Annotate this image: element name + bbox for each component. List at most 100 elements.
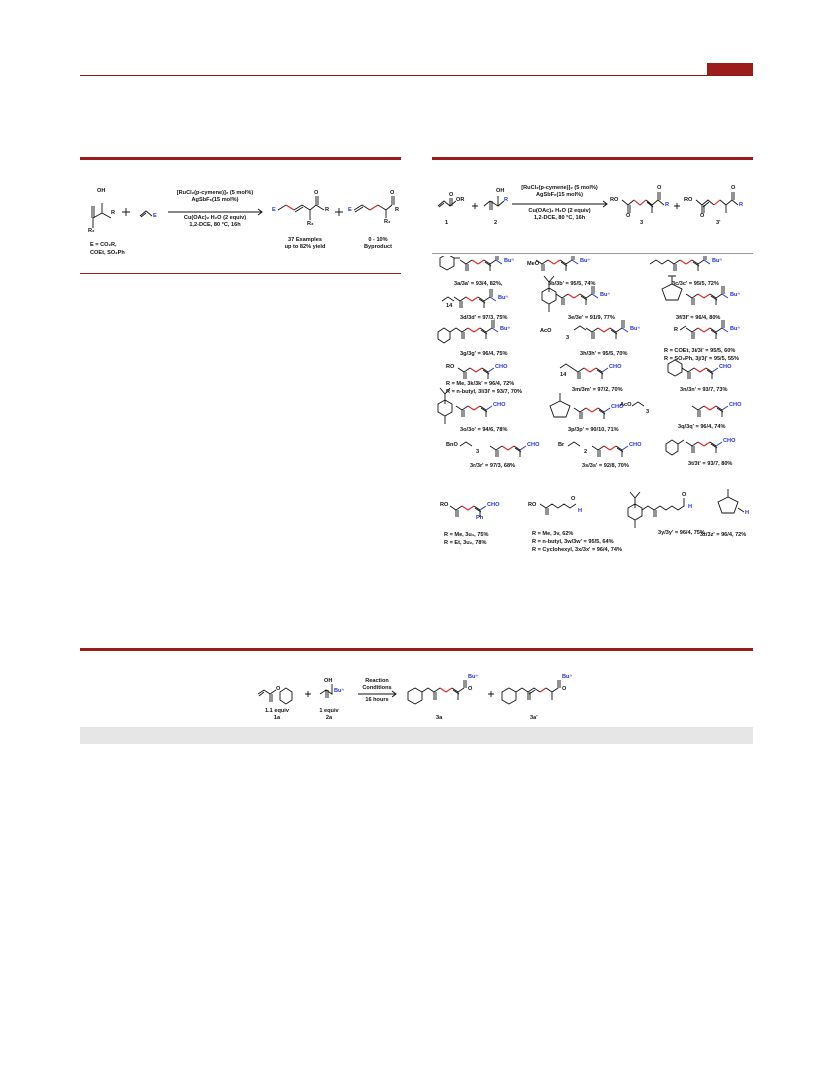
catalyst-text: [RuCl₂(p-cymene)]₂ (5 mol%) — [176, 190, 254, 196]
substrate-scope: Buⁿ MeO Buⁿ Buⁿ 14 Buⁿ Buⁿ Buⁿ Buⁿ AcO 3… — [432, 256, 753, 571]
2a-bun-label: Buⁿ — [334, 688, 344, 694]
reactant1-equiv: 1.1 equiv — [265, 708, 289, 714]
caption-3x: R = Cyclohexyl, 3x/3x' = 96/4, 74% — [532, 547, 622, 553]
scheme-left-bottom-rule — [80, 273, 401, 274]
product-r-label-r: R — [665, 202, 670, 208]
h-label-3y: H — [688, 504, 693, 510]
caption-3y: 3y/3y' = 96/4, 75% — [658, 530, 705, 536]
byproduct-o-label: O — [390, 190, 395, 196]
ph-label-3u: Ph — [476, 515, 484, 521]
compound-3-label: 3 — [640, 220, 644, 226]
caption-3d: 3d/3d' = 97/3, 75% — [460, 315, 508, 321]
reactant2-id: 2a — [325, 714, 333, 721]
ro-label-3kl: RO — [446, 364, 455, 370]
caption-3n: 3n/3n' = 93/7, 73% — [680, 387, 728, 393]
3ap-o-label: O — [562, 686, 567, 692]
r-label-3ij: R — [674, 327, 679, 333]
left-reaction-scheme: OH R R₂ E E = CO₂R, COEt, SO₂Ph [RuCl₂(p… — [80, 160, 401, 272]
aco-label-3q: AcO — [620, 402, 632, 408]
right-catalyst-text: [RuCl₂(p-cymene)]₂ (5 mol%) — [521, 185, 598, 191]
product-o-label-r: O — [626, 213, 631, 219]
byproduct-summary: 0 - 10% Byproduct — [356, 237, 400, 251]
caption-3e: 3e/3e' = 91/9, 77% — [568, 315, 615, 321]
caption-3f: 3f/3f' = 96/4, 80% — [676, 315, 721, 321]
byproduct-o-label-r: O — [700, 213, 705, 219]
caption-3m: 3m/3m' = 97/2, 70% — [572, 387, 623, 393]
bun-label-3d: Buⁿ — [498, 295, 508, 301]
additive-text: AgSbF₆(15 mol%) — [191, 196, 239, 203]
reactant1-id: 1a — [273, 714, 281, 721]
cho-label-3q: CHO — [729, 402, 742, 408]
byproduct-r-label-r: R — [739, 202, 744, 208]
caption-3w: R = n-butyl, 3w/3w' = 95/5, 64% — [532, 539, 614, 545]
h-label-3vwx: H — [578, 508, 583, 514]
3a-bun-label: Buⁿ — [468, 674, 478, 680]
cho-label-3u: CHO — [487, 502, 500, 508]
product-r2-label: R₂ — [307, 221, 314, 227]
caption-3l: R = n-butyl, 3l/3l' = 93/7, 70% — [446, 389, 522, 395]
bun-label-3ij: Buⁿ — [730, 326, 740, 332]
caption-3p: 3p/3p' = 90/10, 71% — [568, 427, 619, 433]
reactant1-info: 1.1 equiv 1a — [258, 708, 296, 722]
bno-label-3r: BnO — [446, 442, 458, 448]
byproduct-r2-label: R₂ — [384, 219, 391, 225]
optimization-scheme: O OH Buⁿ Reaction Conditions 16 hours Bu… — [250, 672, 590, 726]
bun-label-3c: Buⁿ — [712, 258, 722, 264]
max-yield: up to 82% yield — [284, 243, 326, 250]
byproduct-e-label: E — [348, 207, 352, 213]
acrylate-o-label: O — [449, 192, 454, 198]
right-conditions-below: Cu(OAc)₂ H₂O (2 equiv) 1,2-DCE, 80 °C, 1… — [512, 208, 607, 222]
1a-o-label: O — [276, 686, 281, 692]
2a-oh-label: OH — [324, 678, 333, 684]
caption-3k: R = Me, 3k/3k' = 96/4, 72% — [446, 381, 515, 387]
caption-3g: 3g/3g' = 96/4, 75% — [460, 351, 508, 357]
h-label-3z: H — [745, 510, 750, 516]
reaction-text: Reaction — [365, 678, 389, 684]
caption-3q: 3q/3q' = 96/4, 74% — [678, 424, 726, 430]
scope-divider — [432, 253, 753, 254]
scope-structures — [437, 256, 745, 528]
caption-3o: 3o/3o' = 94/6, 78% — [460, 427, 508, 433]
reactant2-equiv: 1 equiv — [319, 708, 339, 714]
product-ketone-o: O — [657, 185, 662, 191]
e-label: E — [153, 213, 157, 219]
caption-3a: 3a/3a' = 93/4, 82%, — [454, 281, 503, 287]
bun-label-3e: Buⁿ — [600, 292, 610, 298]
reactant2-info: 1 equiv 2a — [312, 708, 346, 722]
n3-label-3q: 3 — [646, 409, 650, 415]
caption-3u1: R = Me, 3u₁, 75% — [444, 532, 489, 538]
caption-3s: 3s/3s' = 92/8, 70% — [582, 463, 629, 469]
table-header-row — [80, 727, 753, 744]
cho-label-3r: CHO — [527, 442, 540, 448]
r2-label: R₂ — [88, 228, 95, 234]
alcohol-oh-label: OH — [496, 188, 505, 194]
meo-label: MeO — [527, 261, 540, 267]
product-e-label: E — [272, 207, 276, 213]
e-definition-2: COEt, SO₂Ph — [90, 250, 125, 256]
product-3a-id: 3a — [436, 715, 443, 721]
conditions-text: 1,2-DCE, 80 °C, 16h — [189, 221, 241, 228]
caption-3v: R = Me, 3v, 62% — [532, 531, 574, 537]
byproduct-3ap-id: 3a' — [530, 715, 538, 721]
arrow-text-above: Reaction Conditions — [356, 678, 398, 692]
3a-o-label: O — [468, 686, 473, 692]
bun-label-3h: Buⁿ — [630, 326, 640, 332]
caption-3c: 3c/3c' = 95/5, 72% — [672, 281, 719, 287]
byproduct-r-label: R — [395, 207, 400, 213]
n14-label-3m: 14 — [560, 372, 567, 378]
oxidant-text: Cu(OAc)₂ H₂O (2 equiv) — [183, 215, 247, 221]
n3-label-3h: 3 — [566, 335, 570, 341]
n2-label-3s: 2 — [584, 449, 588, 455]
left-conditions-above: [RuCl₂(p-cymene)]₂ (5 mol%) AgSbF₆(15 mo… — [168, 190, 262, 204]
bun-label-3g: Buⁿ — [500, 326, 510, 332]
n14-label-3d: 14 — [446, 303, 453, 309]
compound-3p-label: 3' — [716, 220, 721, 226]
bun-label-3a: Buⁿ — [504, 258, 514, 264]
caption-3r: 3r/3r' = 97/3, 68% — [470, 463, 516, 469]
alcohol-r-label: R — [504, 197, 509, 203]
right-reaction-scheme: OR O OH R 1 2 [RuCl₂(p-cymene)]₂ (5 mol%… — [432, 160, 753, 255]
examples-count: 37 Examples — [288, 237, 322, 243]
product-o-label: O — [314, 190, 319, 196]
br-label-3s: Br — [558, 442, 565, 448]
n3-label-3r: 3 — [476, 449, 480, 455]
